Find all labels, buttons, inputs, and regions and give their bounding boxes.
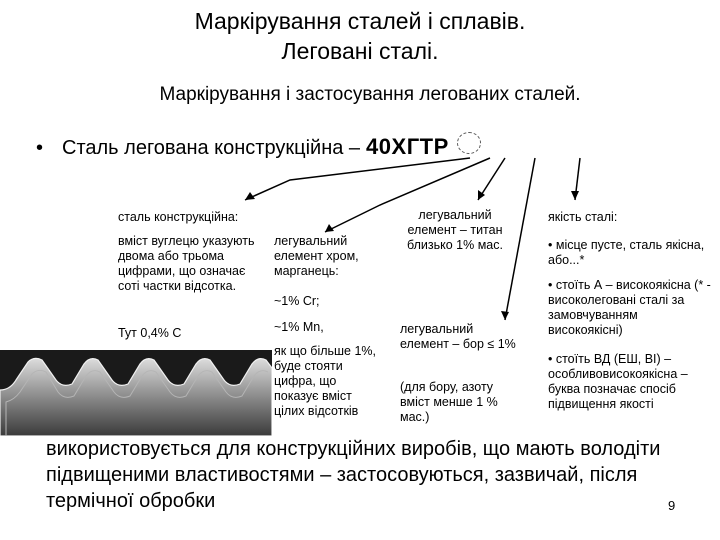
note-carbon-example: Тут 0,4% С	[118, 326, 258, 341]
slide-subtitle: Маркірування і застосування легованих ст…	[60, 84, 680, 106]
arrow-to-titanium	[478, 158, 505, 200]
note-alloy-cr-mn: легувальний елемент хром, марганець:	[274, 234, 384, 279]
note-quality-vd: • стоїть ВД (ЕШ, ВІ) – особливовисокоякі…	[548, 352, 713, 412]
note-quality-blank: • місце пусте, сталь якісна, або...*	[548, 238, 708, 268]
note-boron: легувальний елемент – бор ≤ 1%	[400, 322, 518, 352]
note-digit-rule: як що більше 1%, буде стояти цифра, що п…	[274, 344, 384, 419]
usage-text: використовується для конструкційних виро…	[46, 436, 676, 514]
bullet-marker: •	[36, 137, 62, 160]
bullet-text: Сталь легована конструкційна –	[62, 137, 360, 160]
arrow-to-structural	[245, 158, 470, 200]
gear-teeth-photo	[0, 350, 272, 436]
slide-title-line2: Леговані сталі.	[0, 36, 720, 66]
steel-grade: 40ХГТР	[366, 134, 449, 160]
arrow-to-quality	[575, 158, 580, 200]
slide-title-line1: Маркірування сталей і сплавів.	[0, 6, 720, 36]
note-carbon: вміст вуглецю указують двома або трьома …	[118, 234, 258, 294]
note-mn: ~1% Mn,	[274, 320, 384, 335]
note-quality-a: • стоїть А – високоякісна (* - високолег…	[548, 278, 713, 338]
note-structural: сталь конструкційна:	[118, 210, 268, 225]
note-titanium: легувальний елемент – титан близько 1% м…	[400, 208, 510, 253]
quality-placeholder-circle	[457, 132, 481, 154]
grade-bullet: • Сталь легована конструкційна – 40ХГТР	[36, 132, 481, 160]
note-cr: ~1% Cr;	[274, 294, 384, 309]
note-boron-note: (для бору, азоту вміст менше 1 % мас.)	[400, 380, 520, 425]
note-quality-title: якість сталі:	[548, 210, 708, 225]
page-number: 9	[668, 498, 675, 513]
